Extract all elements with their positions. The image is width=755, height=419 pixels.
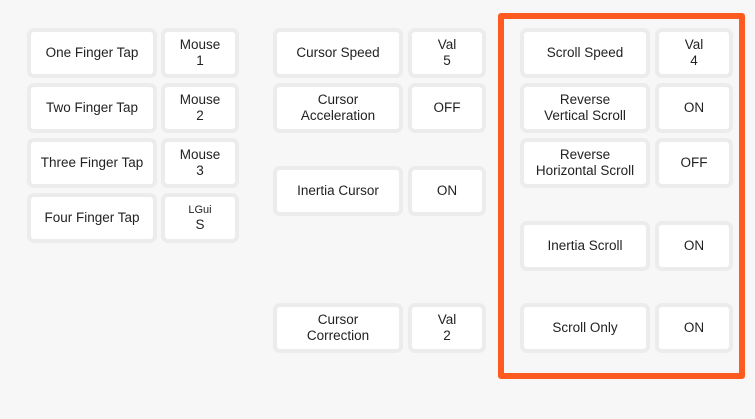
cursor-correction-value-line2: 2 <box>443 328 451 343</box>
one-finger-tap-value-line2: 1 <box>196 53 204 68</box>
four-finger-tap-value[interactable]: LGui S <box>165 197 235 239</box>
reverse-horizontal-scroll-label[interactable]: Reverse Horizontal Scroll <box>524 142 646 184</box>
two-finger-tap-value[interactable]: Mouse 2 <box>165 87 235 129</box>
reverse-vertical-scroll-label[interactable]: Reverse Vertical Scroll <box>524 87 646 129</box>
inertia-scroll-label[interactable]: Inertia Scroll <box>524 225 646 267</box>
scroll-speed-value-line1: Val <box>684 37 704 52</box>
three-finger-tap-value-line2: 3 <box>196 163 204 178</box>
reverse-vertical-scroll-label-line2: Vertical Scroll <box>544 108 626 123</box>
four-finger-tap-label[interactable]: Four Finger Tap <box>31 197 153 239</box>
scroll-speed-value[interactable]: Val 4 <box>659 32 729 74</box>
two-finger-tap-value-line1: Mouse <box>179 92 221 107</box>
reverse-horizontal-scroll-label-line2: Horizontal Scroll <box>535 163 635 178</box>
three-finger-tap-label-text: Three Finger Tap <box>40 155 144 170</box>
reverse-vertical-scroll-label-line1: Reverse <box>559 92 611 107</box>
scroll-speed-label[interactable]: Scroll Speed <box>524 32 646 74</box>
reverse-horizontal-scroll-value: OFF <box>680 155 708 170</box>
inertia-cursor-toggle[interactable]: ON <box>412 170 482 212</box>
cursor-speed-label[interactable]: Cursor Speed <box>277 32 399 74</box>
scroll-only-value: ON <box>683 320 705 335</box>
scroll-speed-value-line2: 4 <box>690 53 698 68</box>
reverse-vertical-scroll-value: ON <box>683 100 705 115</box>
scroll-only-label[interactable]: Scroll Only <box>524 307 646 349</box>
two-finger-tap-label-text: Two Finger Tap <box>45 100 139 115</box>
four-finger-tap-value-line2: S <box>195 216 205 232</box>
three-finger-tap-label[interactable]: Three Finger Tap <box>31 142 153 184</box>
one-finger-tap-label-text: One Finger Tap <box>45 45 139 60</box>
one-finger-tap-value[interactable]: Mouse 1 <box>165 32 235 74</box>
scroll-speed-label-text: Scroll Speed <box>546 45 624 60</box>
scroll-only-label-text: Scroll Only <box>552 320 618 335</box>
scroll-only-toggle[interactable]: ON <box>659 307 729 349</box>
cursor-speed-label-text: Cursor Speed <box>296 45 380 60</box>
cursor-acceleration-toggle[interactable]: OFF <box>412 87 482 129</box>
cursor-acceleration-label[interactable]: Cursor Acceleration <box>277 87 399 129</box>
inertia-scroll-value: ON <box>683 238 705 253</box>
cursor-speed-value-line2: 5 <box>443 53 451 68</box>
inertia-cursor-value: ON <box>436 183 458 198</box>
three-finger-tap-value[interactable]: Mouse 3 <box>165 142 235 184</box>
cursor-acceleration-value: OFF <box>433 100 461 115</box>
two-finger-tap-value-line2: 2 <box>196 108 204 123</box>
cursor-correction-value-line1: Val <box>437 312 457 327</box>
cursor-acceleration-label-line1: Cursor <box>317 92 359 107</box>
reverse-horizontal-scroll-label-line1: Reverse <box>559 147 611 162</box>
inertia-cursor-label[interactable]: Inertia Cursor <box>277 170 399 212</box>
reverse-vertical-scroll-toggle[interactable]: ON <box>659 87 729 129</box>
one-finger-tap-label[interactable]: One Finger Tap <box>31 32 153 74</box>
two-finger-tap-label[interactable]: Two Finger Tap <box>31 87 153 129</box>
one-finger-tap-value-line1: Mouse <box>179 37 221 52</box>
inertia-scroll-label-text: Inertia Scroll <box>547 238 623 253</box>
inertia-cursor-label-text: Inertia Cursor <box>297 183 379 198</box>
cursor-correction-value[interactable]: Val 2 <box>412 307 482 349</box>
cursor-speed-value[interactable]: Val 5 <box>412 32 482 74</box>
cursor-acceleration-label-line2: Acceleration <box>300 108 376 123</box>
four-finger-tap-label-text: Four Finger Tap <box>44 210 140 225</box>
reverse-horizontal-scroll-toggle[interactable]: OFF <box>659 142 729 184</box>
cursor-correction-label-line1: Cursor <box>317 312 359 327</box>
cursor-correction-label[interactable]: Cursor Correction <box>277 307 399 349</box>
cursor-correction-label-line2: Correction <box>306 328 370 343</box>
inertia-scroll-toggle[interactable]: ON <box>659 225 729 267</box>
three-finger-tap-value-line1: Mouse <box>179 147 221 162</box>
cursor-speed-value-line1: Val <box>437 37 457 52</box>
four-finger-tap-value-line1: LGui <box>188 203 212 216</box>
